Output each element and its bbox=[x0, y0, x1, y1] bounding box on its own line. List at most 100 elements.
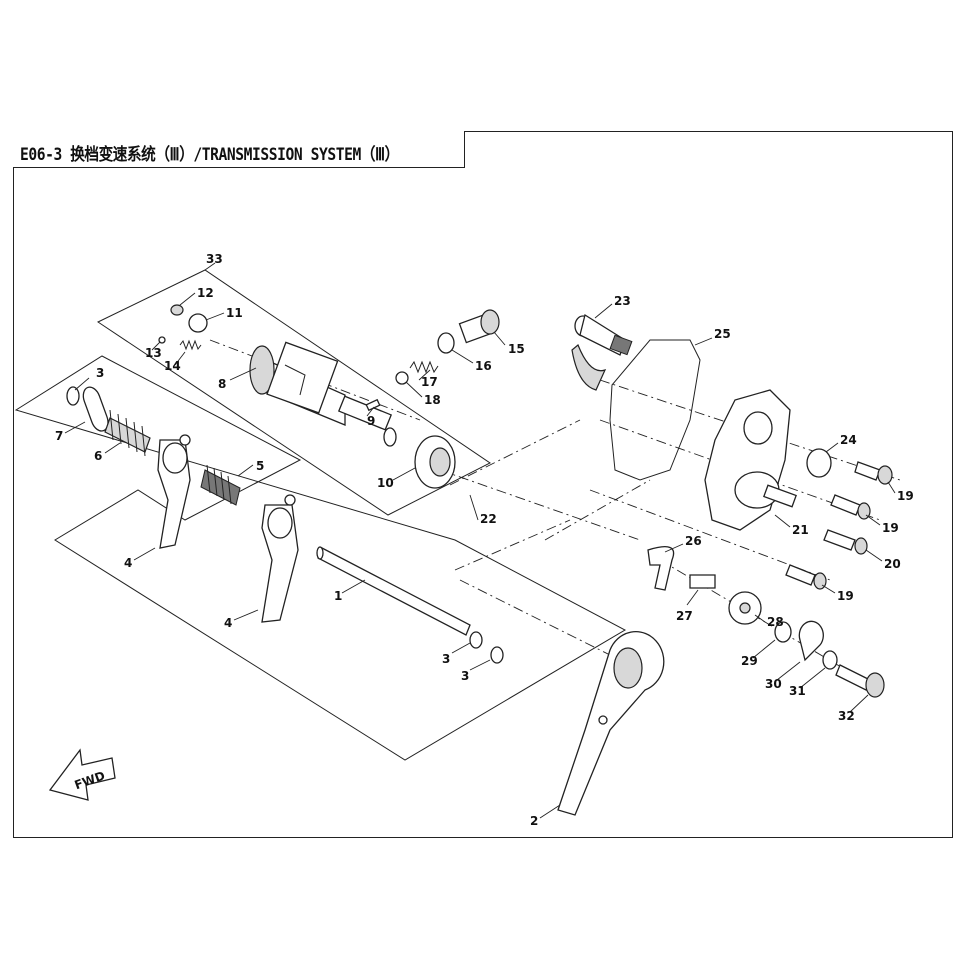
callout-19: 19 bbox=[837, 589, 854, 603]
flange-bolt bbox=[835, 664, 885, 698]
leader-line bbox=[451, 349, 474, 364]
gasket-washer bbox=[437, 332, 455, 354]
leader-line bbox=[366, 406, 375, 417]
leader-line bbox=[849, 694, 869, 713]
stopper-gear bbox=[728, 591, 762, 625]
callout-5: 5 bbox=[256, 459, 264, 473]
leader-line bbox=[821, 584, 836, 594]
leader-line bbox=[887, 481, 896, 494]
leader-line bbox=[418, 369, 431, 381]
bolt bbox=[170, 304, 184, 316]
callout-19: 19 bbox=[897, 489, 914, 503]
shift-fork bbox=[157, 434, 191, 549]
callout-18: 18 bbox=[424, 393, 441, 407]
callout-9: 9 bbox=[367, 414, 375, 428]
callout-15: 15 bbox=[508, 342, 525, 356]
pin bbox=[158, 336, 166, 344]
axis-line bbox=[544, 479, 651, 541]
callout-28: 28 bbox=[767, 615, 784, 629]
leader-line bbox=[174, 351, 186, 366]
callout-21: 21 bbox=[792, 523, 809, 537]
leader-line bbox=[469, 659, 491, 671]
shift-drum bbox=[249, 341, 397, 447]
washer bbox=[822, 650, 838, 670]
callout-2: 2 bbox=[530, 814, 538, 828]
group-outline-shift-drum bbox=[96, 269, 491, 516]
callout-11: 11 bbox=[226, 306, 243, 320]
shift-fork bbox=[261, 494, 299, 623]
detent-ball bbox=[395, 371, 409, 385]
oil-seal bbox=[806, 448, 832, 478]
leader-line bbox=[151, 341, 161, 351]
callout-1: 1 bbox=[334, 589, 342, 603]
torsion-spring bbox=[798, 620, 824, 662]
callout-33: 33 bbox=[206, 252, 223, 266]
callout-23: 23 bbox=[614, 294, 631, 308]
leader-line bbox=[694, 337, 713, 346]
callout-6: 6 bbox=[94, 449, 102, 463]
pin bbox=[365, 398, 381, 412]
axis-line bbox=[454, 519, 571, 571]
circlip bbox=[490, 646, 504, 664]
callout-29: 29 bbox=[741, 654, 758, 668]
fork-spring-short bbox=[200, 464, 241, 506]
leader-line bbox=[64, 421, 86, 434]
circlip bbox=[66, 386, 80, 406]
callout-13: 13 bbox=[145, 346, 162, 360]
callout-3: 3 bbox=[461, 669, 469, 683]
leader-line bbox=[594, 303, 613, 319]
leader-line bbox=[104, 442, 121, 454]
cover-gasket bbox=[609, 339, 701, 481]
leader-line bbox=[405, 381, 423, 398]
leader-line bbox=[686, 589, 699, 606]
group-outline-shift-fork bbox=[14, 355, 627, 761]
leader-line bbox=[74, 377, 90, 391]
circlip bbox=[469, 631, 483, 649]
leader-line bbox=[799, 667, 826, 689]
leader-line bbox=[825, 442, 839, 453]
callout-20: 20 bbox=[884, 557, 901, 571]
callout-4: 4 bbox=[224, 616, 232, 630]
leader-line bbox=[392, 467, 416, 481]
leader-line bbox=[774, 514, 791, 528]
stopper-plate bbox=[647, 546, 675, 591]
leader-line bbox=[664, 543, 684, 553]
callout-3: 3 bbox=[442, 652, 450, 666]
callout-4: 4 bbox=[124, 556, 132, 570]
leader-line bbox=[133, 547, 156, 561]
leader-line bbox=[341, 579, 366, 594]
axis-line bbox=[449, 419, 581, 486]
fork-spring-long bbox=[104, 409, 151, 457]
title-box bbox=[13, 131, 465, 168]
leader-line bbox=[179, 292, 196, 306]
axis-line bbox=[439, 469, 641, 541]
fork-shaft bbox=[316, 546, 471, 636]
callout-32: 32 bbox=[838, 709, 855, 723]
callout-24: 24 bbox=[840, 433, 857, 447]
leader-line bbox=[205, 312, 225, 321]
callout-3: 3 bbox=[96, 366, 104, 380]
bearing bbox=[414, 435, 456, 489]
callout-12: 12 bbox=[197, 286, 214, 300]
fwd-arrow: FWD bbox=[48, 748, 116, 801]
bolt bbox=[823, 529, 868, 555]
diagram-frame bbox=[13, 131, 953, 838]
leader-line bbox=[229, 367, 257, 381]
leader-line bbox=[237, 464, 254, 477]
callout-17: 17 bbox=[421, 375, 438, 389]
spring bbox=[179, 339, 202, 351]
bushing bbox=[689, 574, 716, 589]
washer bbox=[188, 313, 208, 333]
callout-30: 30 bbox=[765, 677, 782, 691]
collar bbox=[82, 386, 109, 432]
leader-line bbox=[865, 514, 881, 526]
leader-line bbox=[865, 549, 883, 562]
callout-31: 31 bbox=[789, 684, 806, 698]
callout-16: 16 bbox=[475, 359, 492, 373]
leader-line bbox=[752, 639, 776, 659]
axis-line bbox=[209, 339, 421, 421]
callout-14: 14 bbox=[164, 359, 181, 373]
shift-lever bbox=[557, 631, 665, 816]
leader-line bbox=[539, 804, 561, 819]
